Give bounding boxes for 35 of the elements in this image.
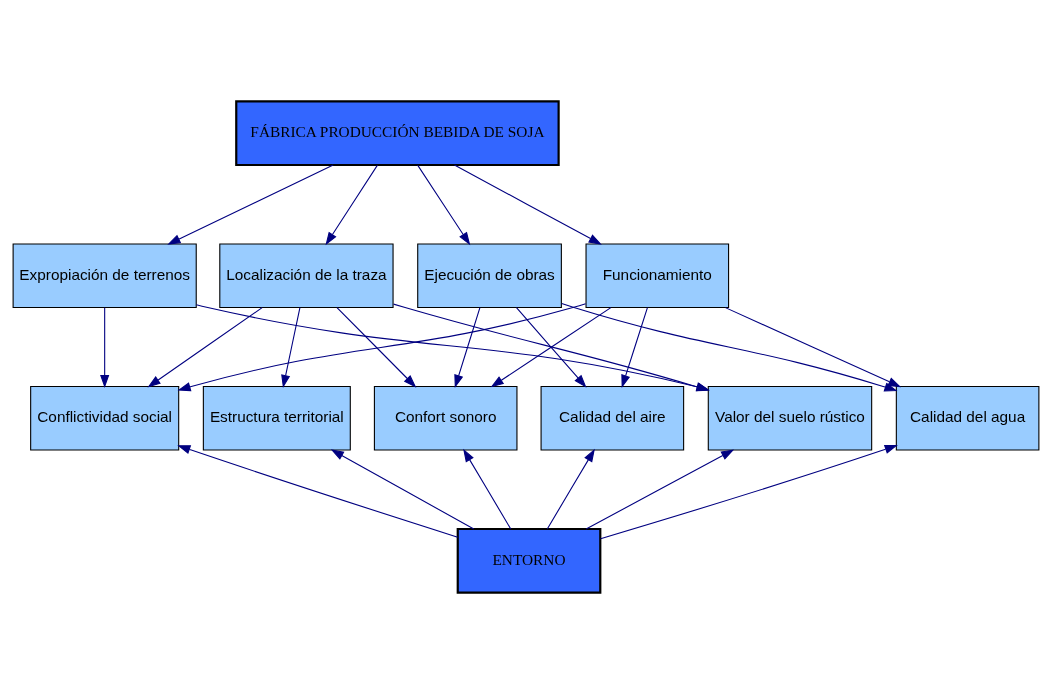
arrow	[490, 307, 612, 388]
node-box: Estructura territorial	[202, 385, 351, 451]
node-box: Expropiación de terrenos	[12, 243, 197, 309]
node-box: Ejecución de obras	[417, 243, 562, 309]
node-box: ENTORNO	[456, 527, 602, 594]
arrow	[585, 449, 735, 530]
node-box: FÁBRICA PRODUCCIÓN BEBIDA DE SOJA	[235, 100, 560, 167]
arrow	[546, 448, 595, 530]
arrow	[600, 444, 898, 540]
arrow	[325, 164, 379, 246]
arrow	[147, 307, 263, 388]
arrow	[100, 307, 110, 389]
arrow	[330, 449, 475, 530]
node-box: Valor del suelo rústico	[707, 385, 873, 451]
node-box: Calidad del agua	[895, 385, 1040, 451]
arrow	[417, 164, 471, 246]
arrow	[454, 307, 481, 389]
arrow	[561, 303, 898, 392]
arrow	[177, 445, 459, 538]
arrow	[393, 303, 710, 392]
node-box: Calidad del aire	[540, 385, 685, 451]
arrow	[515, 307, 587, 388]
node-box: Funcionamiento	[585, 243, 730, 309]
node-box: Confort sonoro	[373, 385, 518, 451]
arrow	[463, 448, 512, 530]
arrow	[453, 164, 602, 245]
node-box: Localización de la traza	[219, 243, 394, 309]
arrow	[195, 304, 710, 392]
arrow	[167, 164, 334, 245]
arrow	[177, 303, 587, 392]
arrow	[336, 307, 417, 388]
node-box: Conflictividad social	[30, 385, 180, 451]
arrow	[724, 307, 902, 388]
arrow	[621, 307, 648, 389]
arrow	[281, 307, 301, 389]
